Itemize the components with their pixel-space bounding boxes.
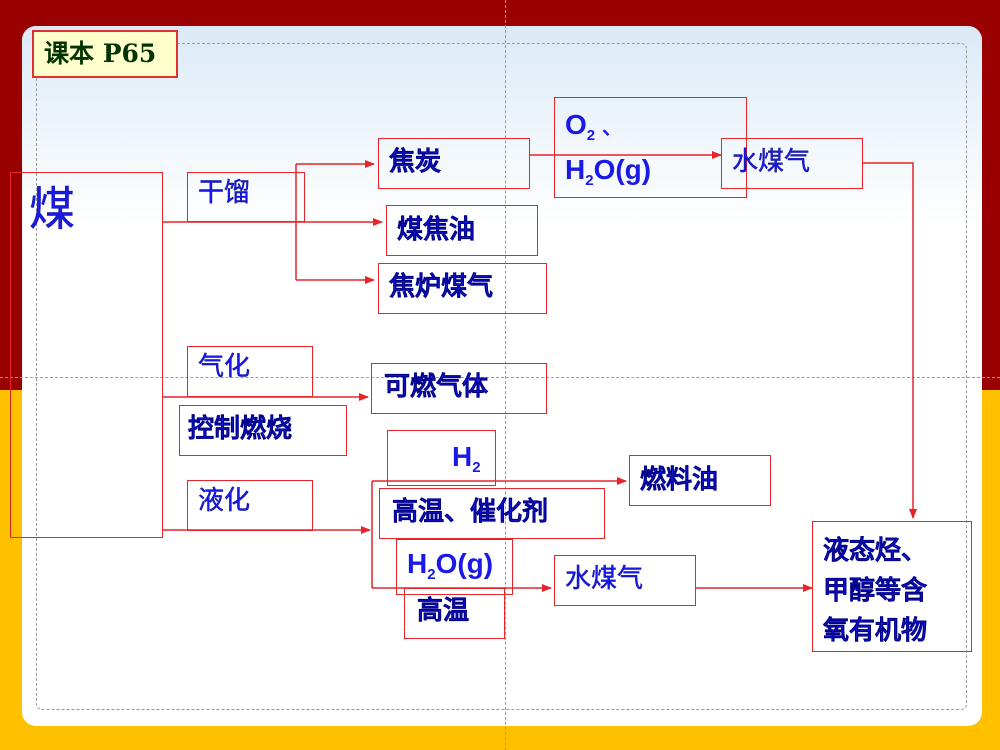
condition-h2o-g: H2O(g) xyxy=(396,539,513,595)
process-dry-distillation-label: 干馏 xyxy=(198,178,251,208)
condition-high-temp-catalyst: 高温、催化剂 xyxy=(379,488,605,539)
product-coke-oven-gas: 焦炉煤气 xyxy=(378,263,547,314)
final-product-line-3: 氧有机物 xyxy=(823,616,928,646)
product-water-gas-upper: 水煤气 xyxy=(721,138,863,189)
product-liquid-hydrocarbons-methanol: 液态烃、 甲醇等含 氧有机物 xyxy=(812,521,972,652)
product-water-gas-upper-label: 水煤气 xyxy=(732,147,811,177)
coal-root-box: 煤 xyxy=(10,172,163,538)
condition-high-temp-label: 高温 xyxy=(417,596,470,626)
dashed-content-border xyxy=(36,43,967,710)
process-liquefaction-label: 液化 xyxy=(198,486,251,516)
final-product-line-1: 液态烃、 xyxy=(823,536,928,566)
product-coke-oven-gas-label: 焦炉煤气 xyxy=(389,272,494,302)
sky-gradient xyxy=(22,26,982,226)
condition-h2-label: H2 xyxy=(452,441,481,476)
process-controlled-combustion-label: 控制燃烧 xyxy=(188,414,293,444)
product-water-gas-lower-label: 水煤气 xyxy=(565,564,644,594)
product-combustible-gas: 可燃气体 xyxy=(371,363,547,414)
textbook-page-label: 课本 P65 xyxy=(32,30,178,78)
product-coke: 焦炭 xyxy=(378,138,530,189)
process-gasification-label: 气化 xyxy=(198,352,251,382)
vertical-guide-line xyxy=(505,0,506,750)
product-combustible-gas-label: 可燃气体 xyxy=(384,372,489,402)
product-coal-tar-label: 煤焦油 xyxy=(397,215,476,245)
condition-high-temp-catalyst-label: 高温、催化剂 xyxy=(392,497,549,527)
product-fuel-oil-label: 燃料油 xyxy=(640,465,719,495)
final-product-line-2: 甲醇等含 xyxy=(823,576,928,606)
process-liquefaction: 液化 xyxy=(187,480,313,531)
product-coal-tar: 煤焦油 xyxy=(386,205,538,256)
process-gasification: 气化 xyxy=(187,346,313,397)
condition-h2: H2 xyxy=(387,430,496,486)
condition-h2o-line: H2O(g) xyxy=(565,154,652,189)
condition-h2o-g-label: H2O(g) xyxy=(407,548,494,583)
condition-high-temp: 高温 xyxy=(404,588,505,639)
condition-o2-line: O2 、 xyxy=(565,109,623,144)
product-fuel-oil: 燃料油 xyxy=(629,455,771,506)
coal-root-label: 煤 xyxy=(29,182,75,236)
slide-card xyxy=(22,26,982,726)
horizontal-guide-line xyxy=(0,377,1000,378)
process-dry-distillation: 干馏 xyxy=(187,172,305,222)
product-water-gas-lower: 水煤气 xyxy=(554,555,696,606)
product-coke-label: 焦炭 xyxy=(389,147,442,177)
process-controlled-combustion: 控制燃烧 xyxy=(179,405,347,456)
condition-o2-h2o: O2 、 H2O(g) xyxy=(554,97,747,198)
